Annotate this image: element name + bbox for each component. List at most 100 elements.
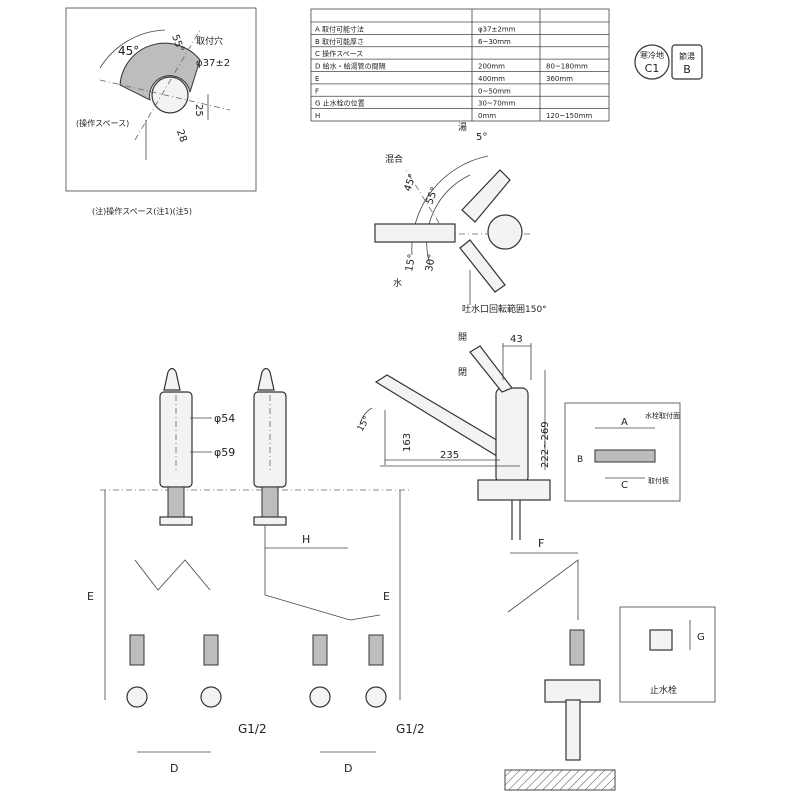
dim-163: 163 xyxy=(402,433,413,452)
label-close: 閉 xyxy=(458,367,467,378)
angle-45: 45° xyxy=(402,173,418,193)
detail-ac: A C B 水栓取付面 取付板 xyxy=(564,402,681,502)
mounting-hole xyxy=(151,76,189,114)
stop-valve-body xyxy=(544,679,601,703)
spec-cell-v1: 6~30mm xyxy=(478,38,511,46)
valve-detail-frame xyxy=(619,606,716,703)
badge-water-saving xyxy=(671,44,703,80)
hose-route-2 xyxy=(264,525,381,621)
side-view: 43 222~269 163 235 15° 開 閉 xyxy=(356,332,551,540)
spec-cell-item: E xyxy=(315,75,319,83)
label-mix: 混合 xyxy=(385,153,403,165)
spout-angle: 15° xyxy=(356,415,373,434)
faucet-front-2 xyxy=(253,367,387,708)
dim-28: 28 xyxy=(174,128,189,144)
lever-front-1 xyxy=(163,367,181,391)
hole-detail-caption: (注)操作スペース(注1)(注5) xyxy=(92,206,192,216)
center-line-a xyxy=(134,29,201,141)
operation-space-sector xyxy=(119,42,201,101)
operation-space-note: (操作スペース) xyxy=(76,118,129,128)
dim-D-right: D xyxy=(344,762,352,775)
center-line-b xyxy=(99,79,231,111)
lever-front-2 xyxy=(257,367,275,391)
spec-table-frame xyxy=(310,8,610,122)
hole-detail-frame xyxy=(65,7,257,192)
angle-15: 15° xyxy=(404,253,418,272)
hose-break-1 xyxy=(134,559,211,591)
top-view: 湯 5° 混合 45° 55° 水 15° 30° 吐水口回転範囲150° xyxy=(374,122,547,315)
badges: 寒冷地 C1 節湯 B xyxy=(634,44,703,80)
badge-1-top: 寒冷地 xyxy=(640,50,664,60)
label-A: A xyxy=(621,417,628,428)
dim-D-left: D xyxy=(170,762,178,775)
badge-2-bottom: B xyxy=(683,63,691,76)
hose-fitting-3 xyxy=(569,629,585,666)
spec-cell-item: C 操作スペース xyxy=(315,49,363,58)
spec-cell-item: H xyxy=(315,112,320,120)
dia-59: φ59 xyxy=(214,446,235,459)
dim-25: 25 xyxy=(193,104,204,117)
badge-2-top: 節湯 xyxy=(679,51,695,61)
hose-break-3 xyxy=(507,559,579,620)
hose-fitting-2b xyxy=(368,634,384,666)
base-plate-side xyxy=(477,479,551,501)
spec-cell-v1: φ37±2mm xyxy=(478,25,516,33)
angle-30: 30° xyxy=(424,253,438,272)
dim-E-left: E xyxy=(87,590,94,603)
shank-front-2 xyxy=(261,486,279,518)
dim-H: H xyxy=(302,533,310,546)
supply-valve-1a xyxy=(126,686,148,708)
spec-cell-v1: 400mm xyxy=(478,75,505,83)
spec-cell-v1: 0mm xyxy=(478,112,496,120)
spec-cell-v2: 80~180mm xyxy=(546,63,588,71)
spec-cell-item: B 取付可能厚さ xyxy=(315,37,364,46)
dia-54: φ54 xyxy=(214,412,235,425)
dim-222-269: 222~269 xyxy=(540,421,551,468)
mounting-board xyxy=(594,449,656,463)
spec-table: A 取付可能寸法 φ37±2mm B 取付可能厚さ 6~30mm C 操作スペース D 給… xyxy=(310,8,610,122)
hose-fitting-1b xyxy=(203,634,219,666)
faucet-front-1 xyxy=(126,367,222,708)
spec-cell-v1: 200mm xyxy=(478,63,505,71)
dim-43: 43 xyxy=(510,334,523,345)
label-cold: 水 xyxy=(393,277,402,289)
spec-cell-v1: 30~70mm xyxy=(478,100,515,108)
lever-base-top xyxy=(487,214,523,250)
spec-cell-v1: 0~50mm xyxy=(478,87,511,95)
supply-view: F G 止水栓 xyxy=(504,537,716,791)
hole-diameter: φ37±2 xyxy=(196,58,230,69)
rotation-range-label: 吐水口回転範囲150° xyxy=(462,303,547,315)
spec-cell-item: F xyxy=(315,87,319,95)
note-mount-surface: 水栓取付面 xyxy=(645,411,680,420)
supply-valve-1b xyxy=(200,686,222,708)
spec-cell-v2: 120~150mm xyxy=(546,112,592,120)
dim-E-right: E xyxy=(383,590,390,603)
spout-side xyxy=(374,374,506,459)
floor-section xyxy=(504,769,616,791)
label-open: 開 xyxy=(458,332,467,343)
angle-arc xyxy=(99,29,166,69)
thread-label-1: G1/2 xyxy=(238,722,267,736)
badge-cold-region xyxy=(634,44,670,80)
thread-label-2: G1/2 xyxy=(396,722,425,736)
badge-1-bottom: C1 xyxy=(645,62,660,75)
valve-detail-shape xyxy=(649,629,673,651)
hose-fitting-1a xyxy=(129,634,145,666)
supply-valve-2a xyxy=(309,686,331,708)
label-B: B xyxy=(577,455,583,465)
angle-45-label: 45° xyxy=(118,44,139,58)
stop-valve-stem xyxy=(565,699,581,761)
spec-cell-v2: 360mm xyxy=(546,75,573,83)
lever-side xyxy=(469,345,513,393)
detail-ac-frame xyxy=(564,402,681,502)
hole-label: 取付穴 xyxy=(196,35,223,47)
spec-cell-item: D 給水・給湯管の間隔 xyxy=(315,62,386,71)
stop-valve-label: 止水栓 xyxy=(650,684,677,696)
label-C: C xyxy=(621,480,628,491)
spec-cell-item: G 止水栓の位置 xyxy=(315,99,365,108)
spec-cell-item: A 取付可能寸法 xyxy=(315,24,364,33)
spec-rows: A 取付可能寸法 φ37±2mm B 取付可能厚さ 6~30mm C 操作スペース D 給… xyxy=(311,24,609,120)
shank-front-1 xyxy=(167,486,185,518)
